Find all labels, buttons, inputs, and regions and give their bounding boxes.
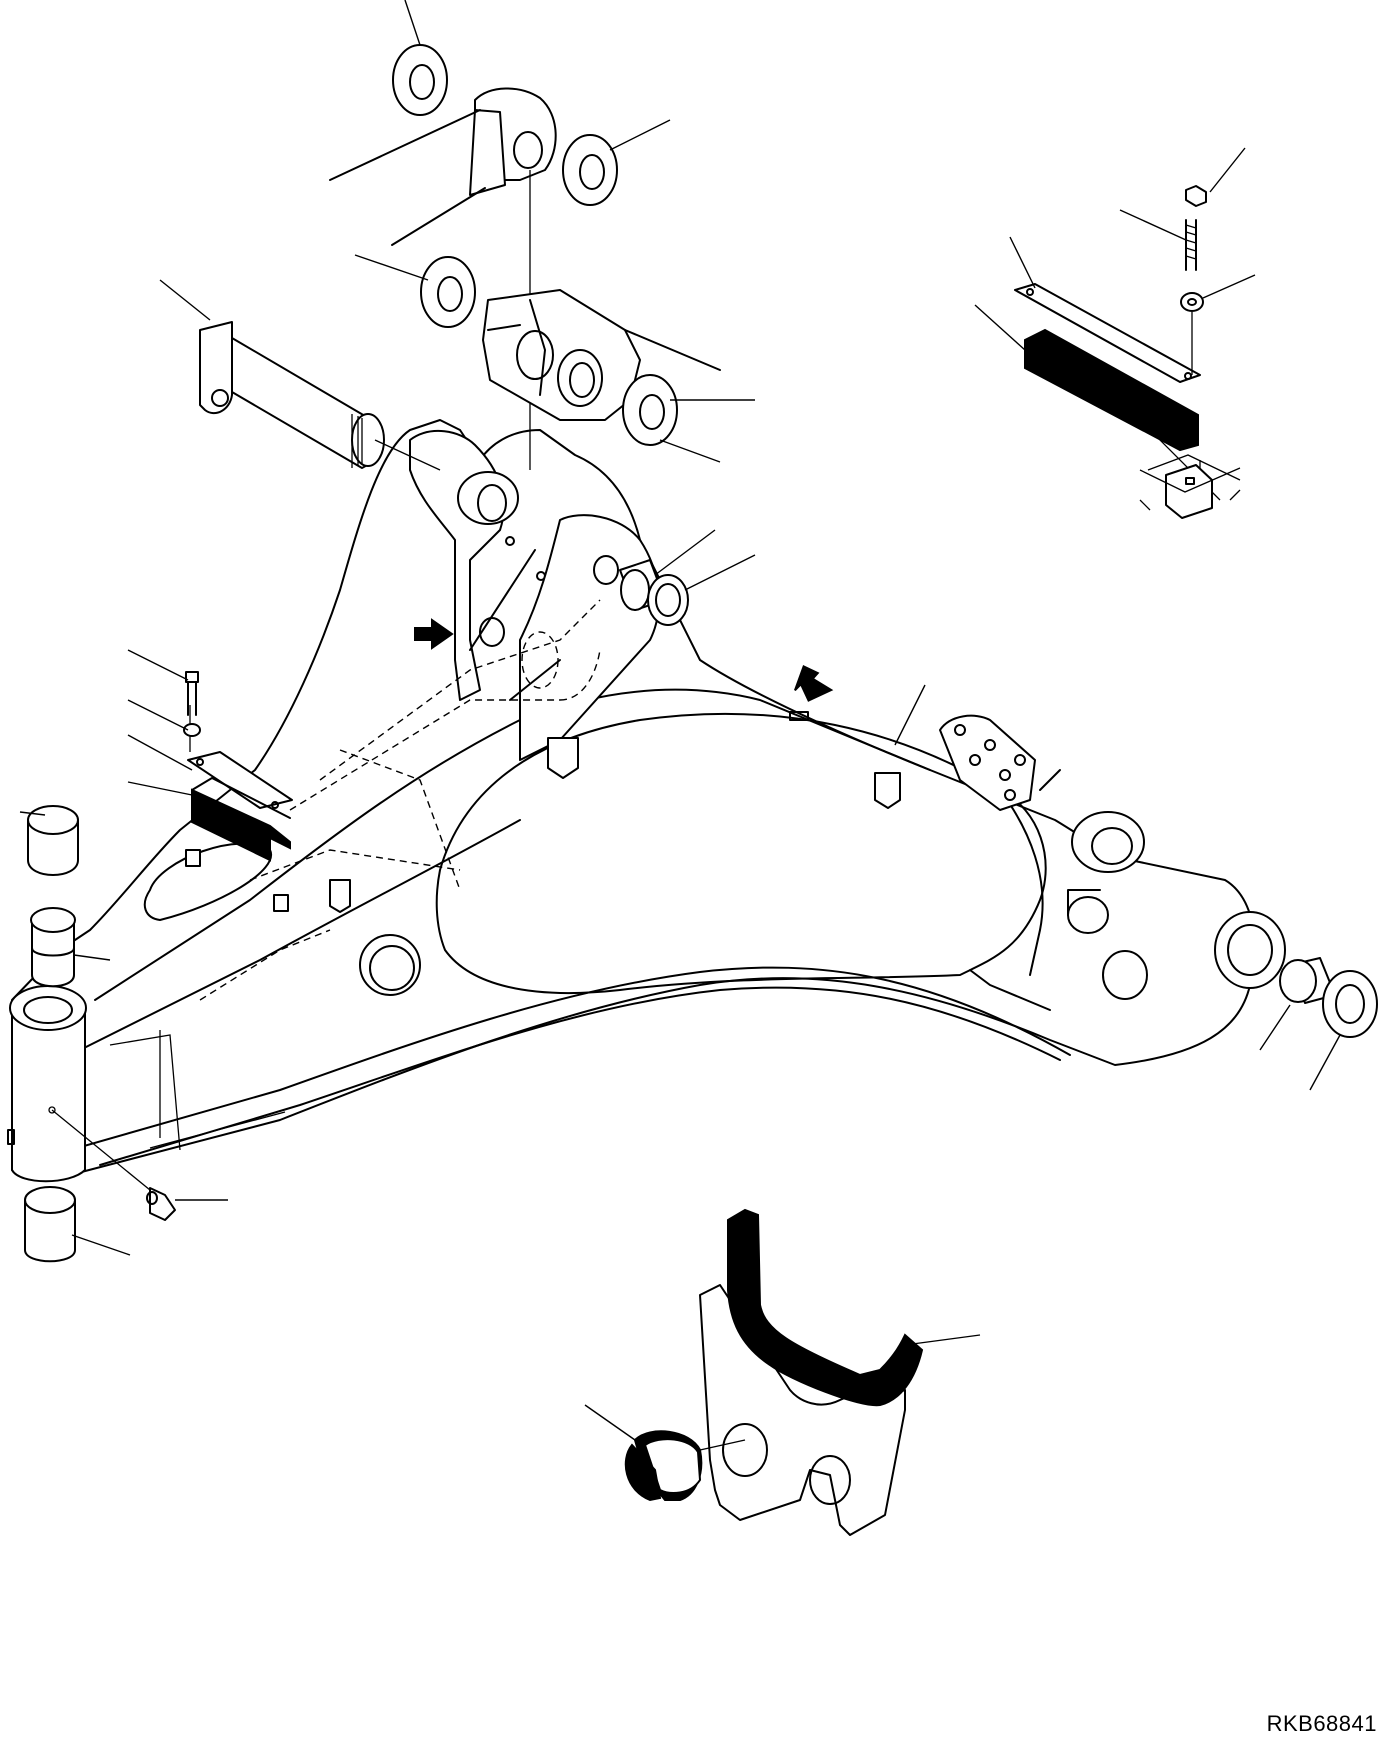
boom-body bbox=[12, 420, 1255, 1175]
boom-foot-boss bbox=[8, 986, 180, 1190]
washers-top bbox=[393, 45, 720, 462]
cylinder-bracket-left bbox=[410, 431, 545, 700]
grease-fitting bbox=[147, 1188, 175, 1220]
arm-pivot-boss bbox=[1068, 812, 1147, 999]
bushings-right-bracket bbox=[620, 560, 688, 625]
slide-pad-detail bbox=[1015, 186, 1240, 518]
boom-foot-pin bbox=[200, 322, 440, 470]
arrow-right-icon bbox=[415, 620, 452, 648]
part-leader-lines bbox=[20, 0, 1340, 1440]
direction-arrows bbox=[415, 620, 831, 704]
hidden-lines bbox=[200, 600, 600, 1000]
arm-end-boss bbox=[1215, 912, 1377, 1037]
arm-bracket-plates bbox=[940, 716, 1060, 810]
clevis-pin-assembly bbox=[483, 290, 720, 420]
fork-bracket-detail bbox=[626, 1210, 980, 1535]
slide-pad-left bbox=[184, 672, 292, 860]
drawing-reference-code: RKB68841 bbox=[1266, 1711, 1377, 1736]
arrow-down-icon bbox=[787, 660, 831, 704]
web-cover-plate bbox=[360, 935, 420, 995]
foot-bushings bbox=[25, 806, 78, 1261]
stopper-blocks bbox=[186, 712, 900, 912]
boom-cylinder-rod bbox=[330, 88, 556, 470]
